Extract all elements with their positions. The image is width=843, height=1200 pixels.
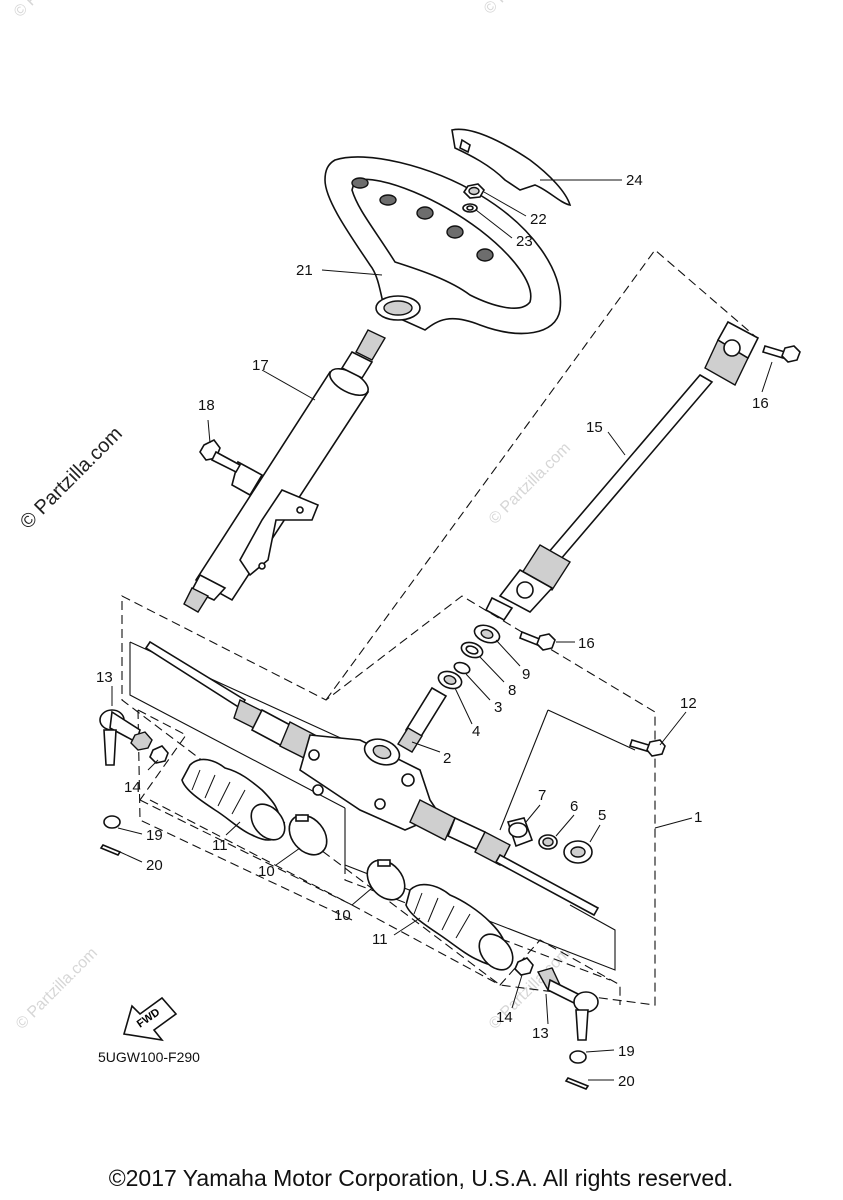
callout-7: 7 xyxy=(538,787,546,804)
callout-11-right: 11 xyxy=(372,931,388,948)
oil-seal xyxy=(473,624,501,644)
leader-lines xyxy=(111,179,773,1081)
assembly-outlines xyxy=(121,249,758,1006)
callout-24: 24 xyxy=(626,172,643,189)
callout-12: 12 xyxy=(680,695,697,712)
callout-2: 2 xyxy=(443,750,451,767)
mounting-bolt xyxy=(628,739,666,757)
tie-rod-end-left xyxy=(99,709,141,766)
cotter-pin-right xyxy=(564,1077,590,1090)
callout-15: 15 xyxy=(586,419,603,436)
watermark-bottom-left: © Partzilla.com xyxy=(13,945,101,1033)
callout-14-left: 14 xyxy=(124,779,141,796)
nut-left xyxy=(149,745,169,764)
watermark-mid-right: © Partzilla.com xyxy=(486,440,574,528)
horn-pad-cover xyxy=(451,128,572,207)
callout-4: 4 xyxy=(472,723,480,740)
tie-rod-end-right xyxy=(536,967,599,1041)
lock-washer xyxy=(462,203,478,213)
boot-left xyxy=(181,758,286,841)
diagram-code: 5UGW100-F290 xyxy=(98,1049,200,1065)
steering-nut xyxy=(462,183,485,199)
callout-23: 23 xyxy=(516,233,533,250)
callout-14-right: 14 xyxy=(496,1009,513,1026)
callout-9: 9 xyxy=(522,666,530,683)
callout-8: 8 xyxy=(508,682,516,699)
callout-21: 21 xyxy=(296,262,313,279)
callout-10-right: 10 xyxy=(334,907,351,924)
pinion-gear xyxy=(397,686,448,753)
jam-nut-left xyxy=(130,731,153,751)
castle-nut-right xyxy=(569,1050,587,1064)
column-bolt xyxy=(199,438,242,474)
callout-19-left: 19 xyxy=(146,827,163,844)
callout-19-right: 19 xyxy=(618,1043,635,1060)
callout-labels: 24 22 23 21 17 18 16 15 16 9 8 3 4 2 12 … xyxy=(96,172,769,1090)
adjusting-bolt xyxy=(563,840,593,864)
steering-shaft xyxy=(484,320,760,622)
circlip xyxy=(460,641,484,659)
steering-wheel xyxy=(324,156,562,335)
snap-ring xyxy=(453,661,471,675)
callout-11-left: 11 xyxy=(212,837,228,854)
callout-16-lower: 16 xyxy=(578,635,595,652)
callout-5: 5 xyxy=(598,807,606,824)
shaft-bolt-lower xyxy=(519,630,556,651)
rack-right-bar xyxy=(409,799,600,917)
watermark-top-right: © Partzilla.com xyxy=(481,0,569,18)
copyright-notice: ©2017 Yamaha Motor Corporation, U.S.A. A… xyxy=(109,1165,734,1191)
callout-1: 1 xyxy=(694,809,702,826)
callout-20-left: 20 xyxy=(146,857,163,874)
callout-13-left: 13 xyxy=(96,669,113,686)
callout-10-left: 10 xyxy=(258,863,275,880)
rack-guide xyxy=(506,817,534,848)
cotter-pin-left xyxy=(99,844,122,856)
watermark-top: © Partzilla.com xyxy=(11,0,99,21)
forward-arrow-icon: FWD xyxy=(122,996,178,1042)
callout-22: 22 xyxy=(530,211,547,228)
boot-right xyxy=(405,883,514,971)
callout-18: 18 xyxy=(198,397,215,414)
callout-13-right: 13 xyxy=(532,1025,549,1042)
callout-16-upper: 16 xyxy=(752,395,769,412)
nut-right xyxy=(514,957,534,976)
watermark-left: © Partzilla.com xyxy=(16,423,127,534)
callout-20-right: 20 xyxy=(618,1073,635,1090)
rack-housing xyxy=(299,734,442,831)
callout-3: 3 xyxy=(494,699,502,716)
castle-nut-left xyxy=(103,815,121,829)
steering-column xyxy=(183,329,386,613)
callout-6: 6 xyxy=(570,798,578,815)
band-right xyxy=(366,859,406,901)
band-left xyxy=(288,814,328,856)
spring xyxy=(538,834,558,850)
rack-left-bar xyxy=(144,640,316,759)
callout-17: 17 xyxy=(252,357,269,374)
bearing xyxy=(437,670,463,690)
shaft-bolt-upper xyxy=(761,345,801,363)
